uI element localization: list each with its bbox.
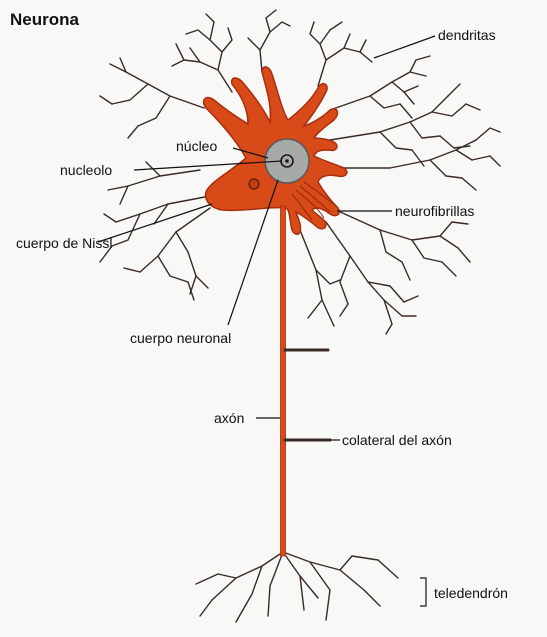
nissl-body xyxy=(248,178,260,190)
label-neurofibrillas: neurofibrillas xyxy=(395,203,475,219)
dendrite-branches xyxy=(99,9,501,623)
label-nucleolo: nucleolo xyxy=(60,162,113,178)
neurofibrils xyxy=(291,181,337,221)
label-nucleo: núcleo xyxy=(176,138,218,154)
leader-lines xyxy=(97,35,436,607)
label-dendritas: dendritas xyxy=(438,27,496,43)
label-cuerpo-nissl: cuerpo de Nissl xyxy=(16,235,113,251)
label-cuerpo-neuronal: cuerpo neuronal xyxy=(130,330,232,346)
axon xyxy=(280,205,286,557)
label-teledendron: teledendrón xyxy=(434,585,508,601)
label-colateral: colateral del axón xyxy=(342,432,452,448)
label-axon: axón xyxy=(214,410,245,426)
diagram-title: Neurona xyxy=(10,10,79,29)
